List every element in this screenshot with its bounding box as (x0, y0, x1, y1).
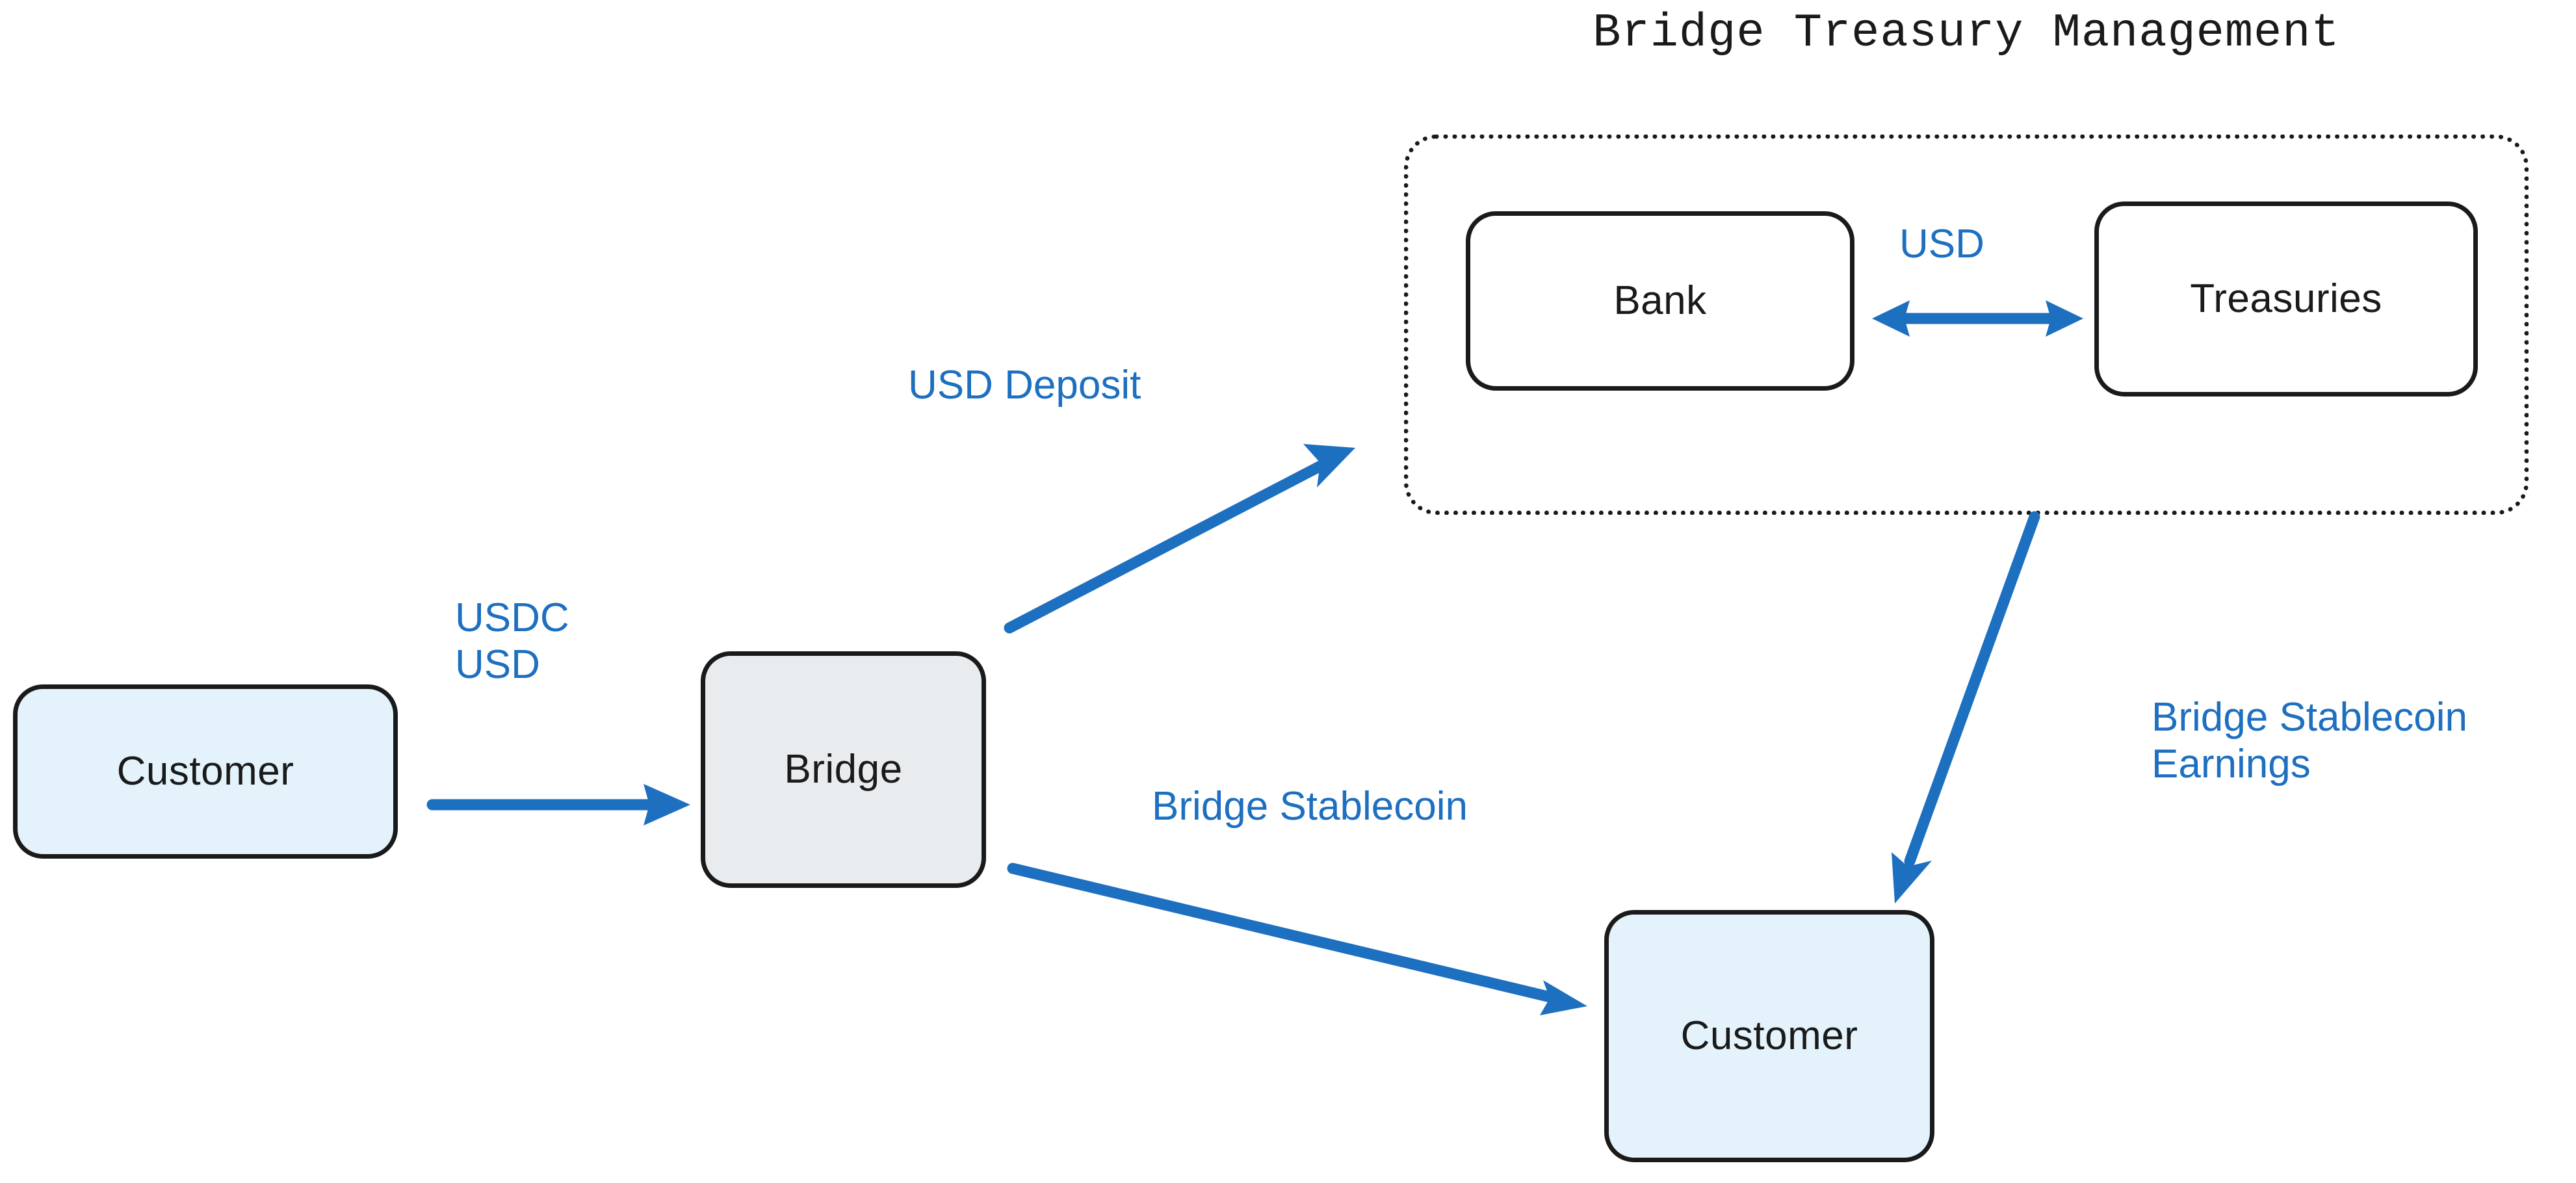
edge-label-usd: USD (1899, 222, 1984, 266)
node-treasuries-label: Treasuries (2190, 276, 2382, 321)
edge-label-usdc-usd: USDC USD (455, 595, 569, 687)
edge-label-usd-deposit: USD Deposit (908, 363, 1141, 408)
node-customer-left[interactable]: Customer (13, 684, 398, 859)
node-bridge[interactable]: Bridge (701, 651, 986, 888)
edge-label-bridge-stablecoin: Bridge Stablecoin (1152, 784, 1468, 829)
node-bank[interactable]: Bank (1466, 211, 1854, 391)
group-title: Bridge Treasury Management (1593, 6, 2340, 60)
node-treasuries[interactable]: Treasuries (2094, 202, 2478, 396)
node-bridge-label: Bridge (784, 746, 903, 792)
arrow-bridge-to-treasury-group (1004, 444, 1355, 634)
arrow-customer-to-bridge (426, 784, 690, 826)
arrow-bridge-to-customer (1007, 863, 1587, 1015)
arrow-treasury-to-customer (1892, 511, 2040, 904)
node-customer-left-label: Customer (116, 748, 294, 794)
edge-label-bridge-stablecoin-earnings: Bridge Stablecoin Earnings (2152, 695, 2467, 786)
node-customer-right-label: Customer (1680, 1013, 1858, 1058)
node-bank-label: Bank (1613, 278, 1707, 323)
node-customer-right[interactable]: Customer (1604, 910, 1934, 1162)
